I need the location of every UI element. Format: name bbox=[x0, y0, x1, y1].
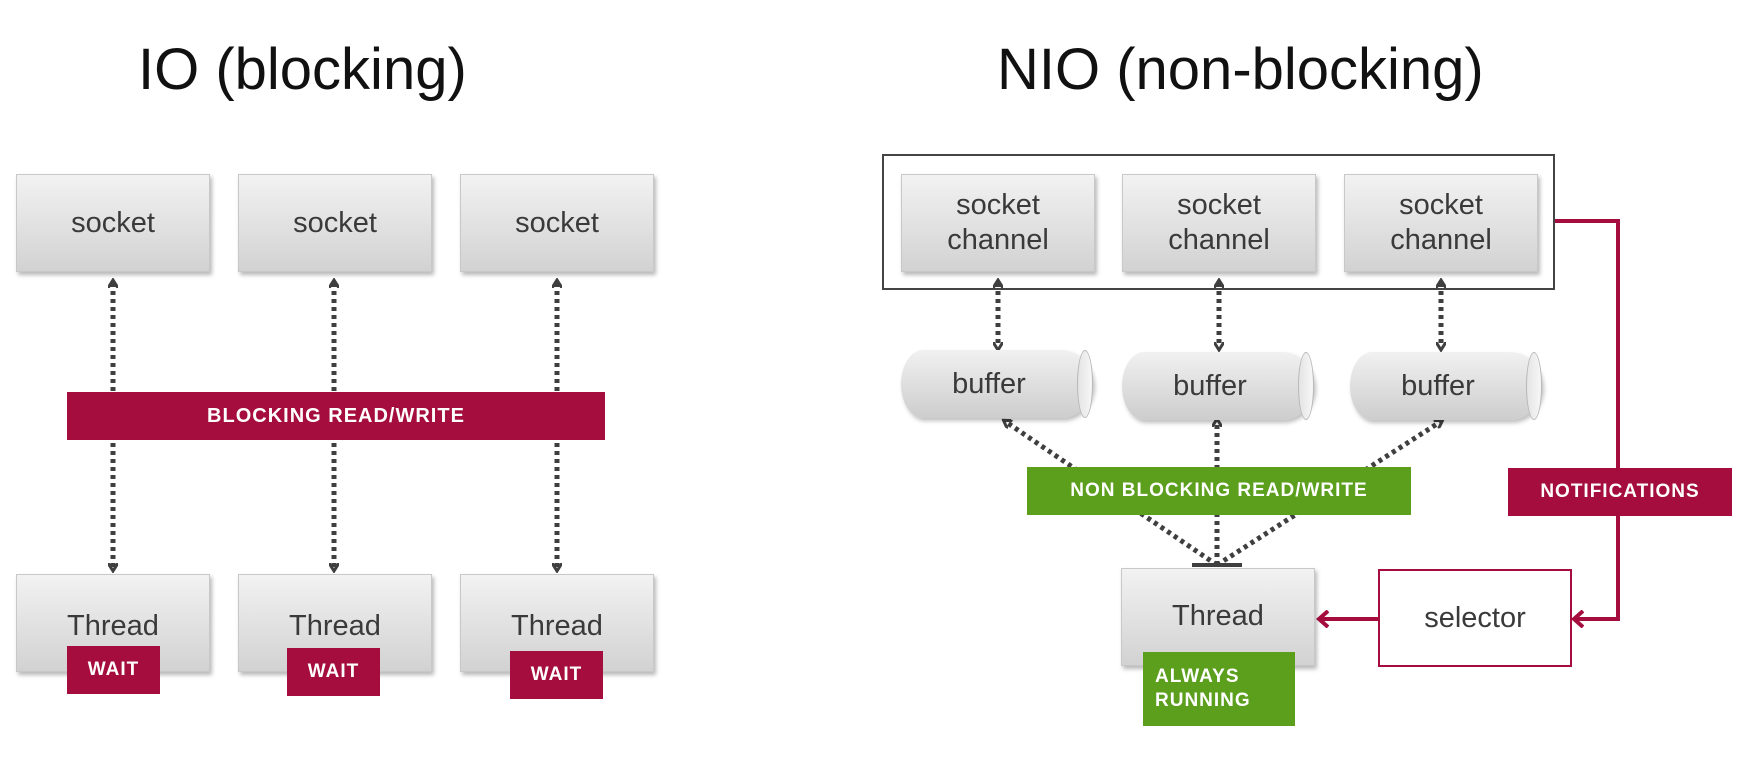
channel-1-line-1: socket bbox=[956, 189, 1040, 221]
buffer-2-rim bbox=[1298, 352, 1314, 420]
io-wait-badge-3: WAIT bbox=[510, 651, 603, 699]
io-wait-badge-2: WAIT bbox=[287, 648, 380, 696]
channel-3-line-2: channel bbox=[1390, 224, 1492, 256]
channel-2-line-1: socket bbox=[1177, 189, 1261, 221]
buffer-3-rim bbox=[1526, 352, 1542, 420]
notifications-badge: NOTIFICATIONS bbox=[1508, 468, 1732, 516]
non-blocking-read-write-band: NON BLOCKING READ/WRITE bbox=[1027, 467, 1411, 515]
socket-channel-group bbox=[882, 154, 1555, 290]
nio-thread: Thread bbox=[1121, 568, 1315, 666]
buffer-3-label: buffer bbox=[1401, 369, 1475, 402]
nio-title: NIO (non-blocking) bbox=[997, 37, 1484, 102]
io-thread-1: Thread bbox=[16, 574, 210, 672]
channel-3-line-1: socket bbox=[1399, 189, 1483, 221]
nio-buffer-2: buffer bbox=[1122, 352, 1314, 420]
io-socket-2: socket bbox=[238, 174, 432, 272]
channel-2-line-2: channel bbox=[1168, 224, 1270, 256]
buffer-1-label: buffer bbox=[952, 367, 1026, 400]
selector-box: selector bbox=[1378, 569, 1572, 667]
io-socket-3: socket bbox=[460, 174, 654, 272]
buffer-1-rim bbox=[1077, 350, 1093, 418]
nio-buffer-1: buffer bbox=[901, 350, 1093, 418]
io-socket-1: socket bbox=[16, 174, 210, 272]
always-running-badge: ALWAYS RUNNING bbox=[1143, 652, 1295, 726]
buffer-2-label: buffer bbox=[1173, 369, 1247, 402]
running-line-1: ALWAYS bbox=[1155, 666, 1240, 687]
notifications-connector bbox=[1555, 219, 1620, 619]
blocking-read-write-band: BLOCKING READ/WRITE bbox=[67, 392, 605, 440]
running-line-2: RUNNING bbox=[1155, 690, 1251, 711]
io-title: IO (blocking) bbox=[138, 37, 467, 102]
nio-buffer-3: buffer bbox=[1350, 352, 1542, 420]
channel-1-line-2: channel bbox=[947, 224, 1049, 256]
io-wait-badge-1: WAIT bbox=[67, 646, 160, 694]
nio-thread-buffer-arrow-1 bbox=[1006, 422, 1219, 568]
